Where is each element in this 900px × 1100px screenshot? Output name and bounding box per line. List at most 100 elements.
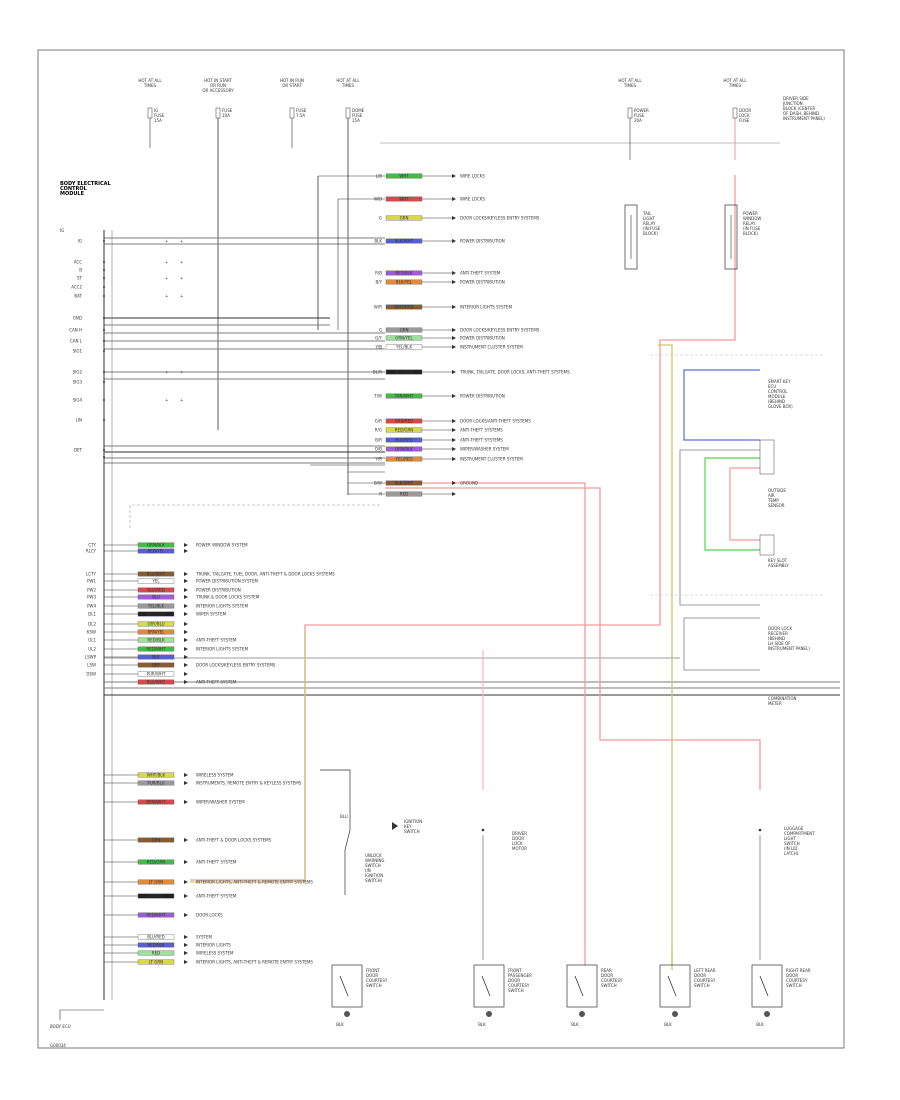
- arrow-head: [452, 447, 456, 451]
- wire-code: GRY: [152, 663, 161, 668]
- wire-code: LT GRN: [149, 960, 163, 965]
- fuse-label: 15A: [154, 118, 162, 123]
- switch-housing: [331, 964, 363, 1008]
- switch-label: COURTESY: [508, 983, 530, 988]
- circuit-label: WIRELESS SYSTEM: [196, 773, 234, 778]
- wire-code: BLU: [340, 814, 348, 819]
- wire-code: RED/GRN: [395, 428, 414, 433]
- wire-code: GRN: [400, 216, 409, 221]
- wire-color-tag: [137, 950, 175, 956]
- wire-color-tag: [385, 427, 423, 433]
- switch-label: SWITCH: [786, 983, 802, 988]
- component-label: DOOR: [512, 836, 524, 841]
- component-label: LIGHT: [784, 836, 797, 841]
- pin-label: ST: [77, 276, 83, 281]
- arrow-head: [184, 943, 188, 947]
- wire-code: LT GRN: [149, 880, 163, 885]
- component-label: LATCH): [784, 851, 799, 856]
- wire-color-tag: [137, 587, 175, 593]
- pin-dot: [481, 828, 485, 832]
- circuit-label: WIRE LOCKS: [460, 174, 485, 179]
- wire-color-tag: [385, 215, 423, 221]
- switch-label: COURTESY: [601, 978, 623, 983]
- switch-label: SWITCH: [366, 983, 382, 988]
- arrow-head: [452, 345, 456, 349]
- switch-label: DOOR: [694, 973, 706, 978]
- arrow-head: [184, 960, 188, 964]
- wire-id: G: [379, 328, 382, 333]
- arrow-head: [184, 549, 188, 553]
- fuse-block-note: OF DASH, BEHIND: [783, 111, 819, 116]
- fuse-block-note: BLOCK (CENTER: [783, 106, 816, 111]
- component-label: AIR: [768, 493, 775, 498]
- source-label: TIMES: [341, 83, 355, 88]
- wire-id: B/W: [374, 481, 382, 486]
- pin-marker: +: [165, 260, 168, 265]
- pin-label: B: [79, 268, 82, 273]
- wire-code: BLU/WHT: [147, 680, 166, 685]
- switch-label: SWITCH: [508, 988, 524, 993]
- wire-color-tag: [385, 238, 423, 244]
- source-label: OR RUN: [210, 83, 226, 88]
- module-footer-label: BODY ECU: [50, 1024, 71, 1029]
- switch-label: FRONT: [508, 968, 522, 973]
- pin-label: DET: [74, 448, 83, 453]
- fuse-label: FUSE: [739, 118, 750, 123]
- diagram-frame: [37, 49, 845, 1049]
- pin-label: PW2: [87, 588, 96, 593]
- pin-label: UL2: [88, 647, 96, 652]
- wire-code: YEL/BLK: [395, 345, 413, 350]
- component-label: SWITCH: [365, 863, 381, 868]
- wire-id: W/B: [374, 197, 382, 202]
- circuit-label: WIRE LOCKS: [460, 197, 485, 202]
- wire-code: RED/BLK: [147, 638, 165, 643]
- fuse-label: 7.5A: [296, 113, 305, 118]
- pin-marker: +: [165, 398, 168, 403]
- wire-yellow: [658, 344, 673, 970]
- source-label: HOT AT ALL: [138, 78, 162, 83]
- fuse-label: 15A: [352, 118, 360, 123]
- wire-color-tag: [137, 893, 175, 899]
- source-label: TIMES: [143, 83, 157, 88]
- circuit-label: ANTI-THEFT SYSTEMS: [460, 438, 503, 443]
- module-header: CONTROL: [60, 186, 88, 192]
- pin-marker: +: [180, 260, 183, 265]
- arrow-head: [452, 394, 456, 398]
- wire-code: RED/WHT: [146, 913, 166, 918]
- wire-id: R: [379, 492, 382, 497]
- wire-code: BLK: [336, 1022, 344, 1027]
- component-label: DOOR LOCK: [768, 626, 792, 631]
- wire-id: BLK: [374, 239, 382, 244]
- circuit-label: DOOR LOCKS: [196, 913, 223, 918]
- component-label: LOCK: [512, 841, 523, 846]
- arrow-head: [184, 894, 188, 898]
- wire-code: YEL/BLK: [147, 604, 165, 609]
- wire-color-tag: [385, 304, 423, 310]
- fuse-label: DOME: [352, 108, 365, 113]
- pin-dot: [758, 828, 762, 832]
- component-label: UNLOCK: [365, 853, 382, 858]
- switch-label: PASSENGER: [508, 973, 532, 978]
- wire-red: [729, 467, 760, 541]
- fuse-label: 10A: [222, 113, 230, 118]
- circuit-label: INTERIOR LIGHTS, ANTI-THEFT & REMOTE ENT…: [196, 960, 313, 965]
- wire-code: BLK/WHT: [395, 239, 414, 244]
- switch-housing: [659, 964, 691, 1008]
- wire-code: WHT/BLK: [147, 773, 166, 778]
- wire-color-tag: [385, 480, 423, 486]
- switch-label: DOOR: [601, 973, 613, 978]
- source-label: OR START: [282, 83, 302, 88]
- pin-dot: [103, 240, 105, 242]
- wire: [683, 617, 760, 671]
- wire-code: BLK/WHT: [395, 481, 414, 486]
- pin-label: PW4: [87, 604, 96, 609]
- arrow-head: [452, 239, 456, 243]
- arrow-head: [184, 838, 188, 842]
- pin-label: KSW: [87, 630, 96, 635]
- circuit-label: INTERIOR LIGHTS SYSTEM: [196, 604, 249, 609]
- ground-symbol: [344, 1011, 350, 1017]
- source-label: HOT IN START: [204, 78, 232, 83]
- wire: [320, 769, 351, 895]
- module-header: MODULE: [60, 191, 85, 197]
